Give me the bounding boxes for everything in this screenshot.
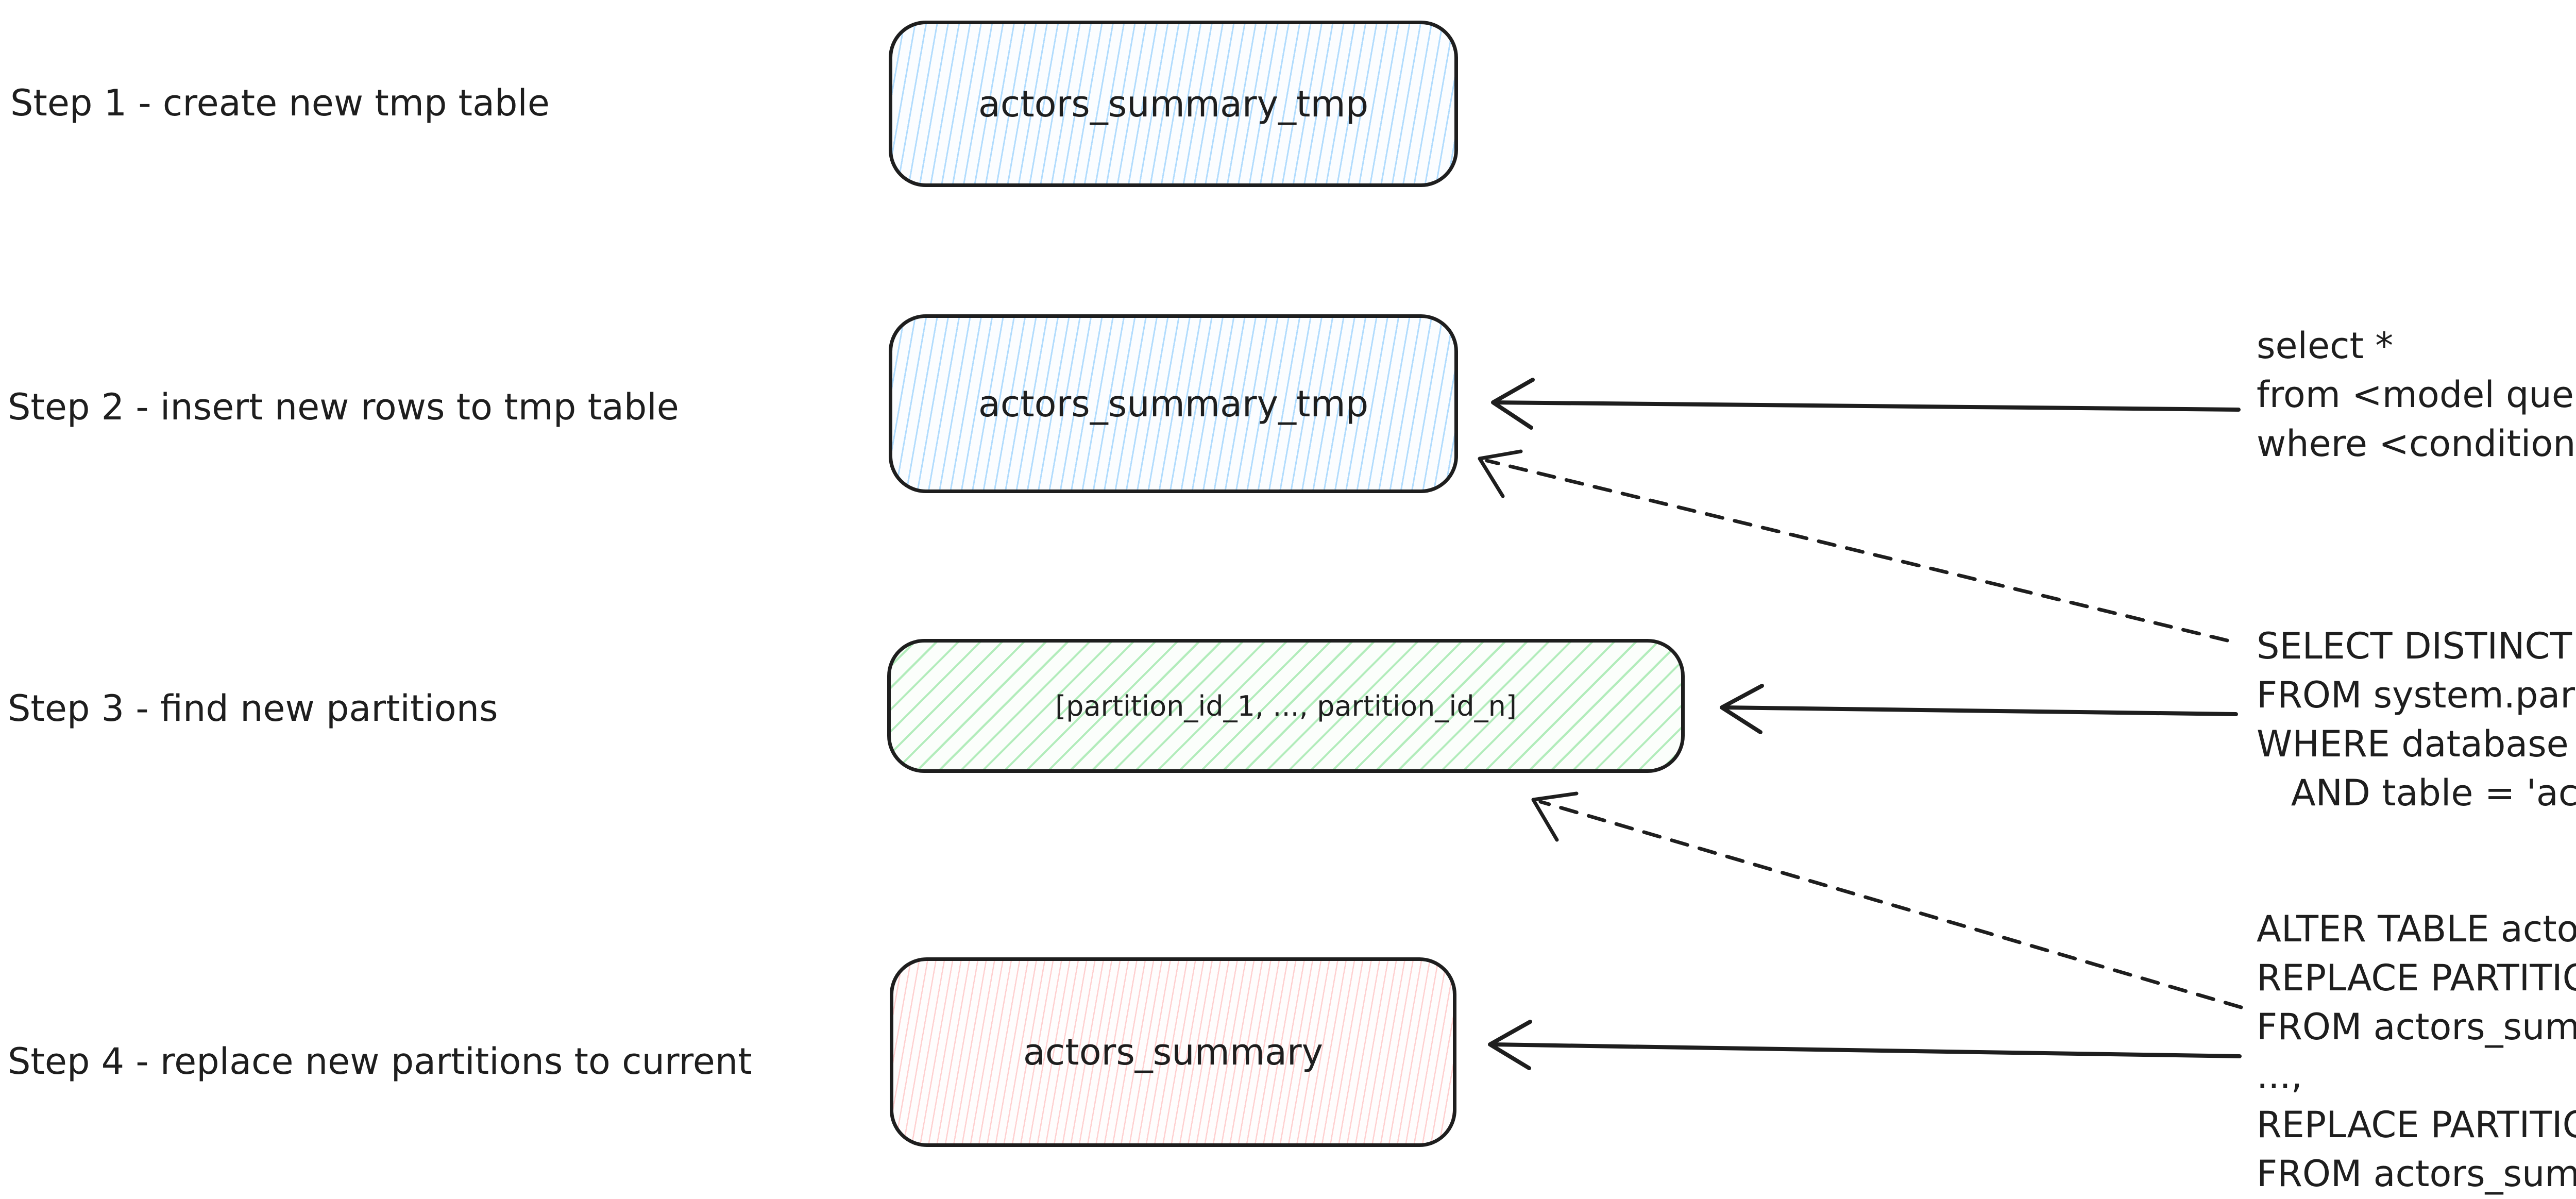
arrowhead-select-to-tmp-table bbox=[1491, 378, 1535, 430]
arrow-distinct-to-partitions bbox=[1721, 705, 2238, 716]
arrowhead-alter-to-summary bbox=[1488, 1020, 1532, 1070]
arrowhead-distinct-to-partitions bbox=[1720, 684, 1764, 734]
step-2-box: actors_summary_tmp bbox=[889, 314, 1458, 493]
step-3-sql: SELECT DISTINCT partition_id FROM system… bbox=[2257, 625, 2576, 814]
step-4-sql: ALTER TABLE actors_summary REPLACE PARTI… bbox=[2257, 908, 2576, 1195]
arrow-select-to-tmp-table bbox=[1492, 400, 2241, 412]
step-4-label: Step 4 - replace new partitions to curre… bbox=[8, 1040, 752, 1083]
step-1-box-label: actors_summary_tmp bbox=[978, 82, 1369, 125]
step-2-label: Step 2 - insert new rows to tmp table bbox=[8, 386, 679, 428]
step-4-box-label: actors_summary bbox=[1023, 1031, 1324, 1073]
dashed-arrowhead-distinct-to-tmp-table bbox=[1478, 449, 1523, 498]
step-4-box: actors_summary bbox=[890, 957, 1456, 1147]
step-3-label: Step 3 - find new partitions bbox=[8, 687, 498, 730]
step-3-box: [partition_id_1, ..., partition_id_n] bbox=[887, 639, 1685, 773]
step-3-box-label: [partition_id_1, ..., partition_id_n] bbox=[1055, 689, 1517, 722]
step-1-label: Step 1 - create new tmp table bbox=[10, 82, 550, 124]
dashed-arrowhead-alter-to-partitions bbox=[1531, 791, 1579, 842]
step-2-box-label: actors_summary_tmp bbox=[978, 382, 1369, 425]
step-2-sql: select * from <model query> where <condi… bbox=[2257, 325, 2576, 465]
arrow-alter-to-summary bbox=[1489, 1042, 2242, 1058]
dashed-arrow-distinct-to-tmp-table bbox=[1485, 459, 2229, 643]
step-1-box: actors_summary_tmp bbox=[889, 21, 1458, 187]
dashed-arrow-alter-to-partitions bbox=[1538, 800, 2243, 1009]
